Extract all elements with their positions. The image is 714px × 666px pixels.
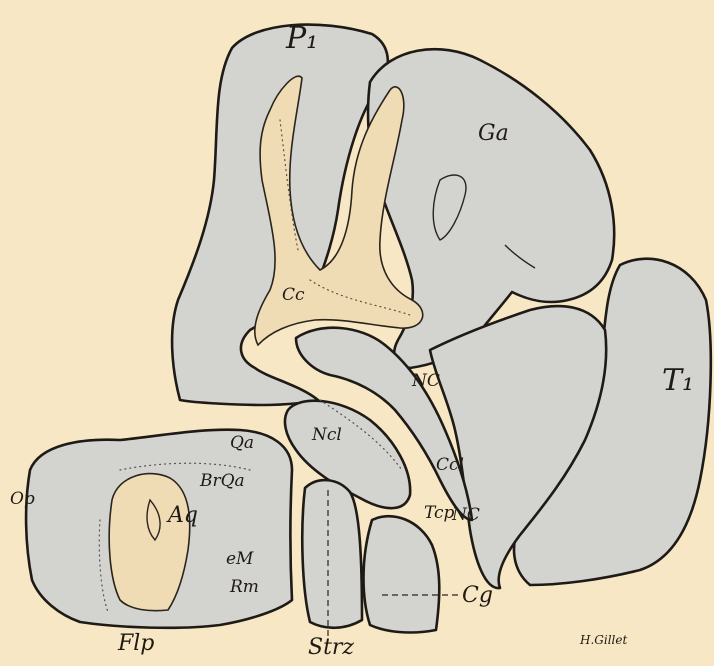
label-cg: Cg bbox=[462, 583, 493, 608]
label-nc-upper: NC bbox=[411, 371, 440, 391]
label-t1: T₁ bbox=[662, 363, 694, 398]
label-op: Op bbox=[10, 489, 35, 509]
label-tcp: Tcp bbox=[424, 503, 455, 523]
label-qa: Qa bbox=[230, 433, 254, 453]
label-ga: Ga bbox=[478, 121, 509, 146]
aqueduct-area bbox=[109, 474, 190, 611]
label-ccl: Ccl bbox=[436, 455, 464, 475]
label-rm: Rm bbox=[229, 577, 259, 597]
label-strz: Strz bbox=[308, 635, 354, 660]
label-aq: Aq bbox=[166, 503, 198, 528]
label-cc: Cc bbox=[282, 285, 305, 305]
label-nc-lower: NC bbox=[451, 505, 480, 525]
label-em: eM bbox=[226, 549, 254, 569]
artist-signature: H.Gillet bbox=[579, 633, 627, 647]
cerebral-peduncle-region bbox=[364, 516, 440, 632]
label-p1: P₁ bbox=[285, 21, 318, 56]
stria-terminalis-region bbox=[302, 480, 362, 628]
label-flp: Flp bbox=[117, 631, 154, 656]
label-brqa: BrQa bbox=[199, 471, 245, 491]
label-ncl: Ncl bbox=[311, 425, 342, 445]
